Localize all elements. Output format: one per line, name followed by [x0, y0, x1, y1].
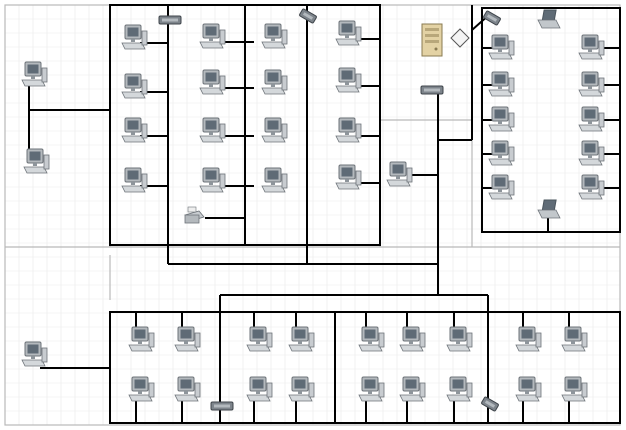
desktop-computer-icon — [578, 140, 605, 166]
desktop-computer-icon — [578, 174, 605, 200]
desktop-computer-icon — [23, 148, 50, 174]
desktop-computer-icon — [578, 34, 605, 60]
network-switch-icon — [420, 85, 444, 95]
desktop-computer-icon — [246, 326, 273, 352]
desktop-computer-icon — [446, 326, 473, 352]
device-drop-cables — [135, 38, 620, 423]
desktop-computer-icon — [261, 117, 288, 143]
desktop-computer-icon — [561, 326, 588, 352]
desktop-computer-icon — [488, 106, 515, 132]
desktop-computer-icon — [358, 376, 385, 402]
desktop-computer-icon — [261, 167, 288, 193]
desktop-computer-icon — [121, 167, 148, 193]
desktop-computer-icon — [128, 376, 155, 402]
desktop-computer-icon — [399, 326, 426, 352]
desktop-computer-icon — [21, 341, 48, 367]
desktop-computer-icon — [358, 326, 385, 352]
laptop-icon — [537, 199, 561, 219]
network-switch-icon — [158, 15, 182, 25]
desktop-computer-icon — [199, 69, 226, 95]
desktop-computer-icon — [199, 167, 226, 193]
desktop-computer-icon — [199, 117, 226, 143]
desktop-computer-icon — [199, 23, 226, 49]
floor-grid — [4, 4, 620, 426]
desktop-computer-icon — [335, 20, 362, 46]
desktop-computer-icon — [578, 106, 605, 132]
desktop-computer-icon — [121, 117, 148, 143]
desktop-computer-icon — [386, 161, 413, 187]
desktop-computer-icon — [246, 376, 273, 402]
desktop-computer-icon — [561, 376, 588, 402]
desktop-computer-icon — [288, 326, 315, 352]
desktop-computer-icon — [335, 164, 362, 190]
desktop-computer-icon — [446, 376, 473, 402]
desktop-computer-icon — [174, 326, 201, 352]
desktop-computer-icon — [121, 73, 148, 99]
desktop-computer-icon — [488, 174, 515, 200]
network-switch-icon — [482, 10, 502, 26]
desktop-computer-icon — [128, 326, 155, 352]
network-switch-icon — [210, 401, 234, 411]
desktop-computer-icon — [288, 376, 315, 402]
server-tower-icon — [421, 23, 443, 57]
network-switch-icon — [480, 396, 500, 412]
firewall-diamond-icon — [450, 28, 470, 48]
desktop-computer-icon — [174, 376, 201, 402]
desktop-computer-icon — [578, 71, 605, 97]
desktop-computer-icon — [21, 61, 48, 87]
desktop-computer-icon — [121, 24, 148, 50]
desktop-computer-icon — [261, 69, 288, 95]
desktop-computer-icon — [488, 34, 515, 60]
desktop-computer-icon — [399, 376, 426, 402]
desktop-computer-icon — [335, 117, 362, 143]
desktop-computer-icon — [488, 71, 515, 97]
desktop-computer-icon — [335, 67, 362, 93]
desktop-computer-icon — [261, 23, 288, 49]
network-cabling — [28, 4, 621, 424]
desktop-computer-icon — [488, 140, 515, 166]
